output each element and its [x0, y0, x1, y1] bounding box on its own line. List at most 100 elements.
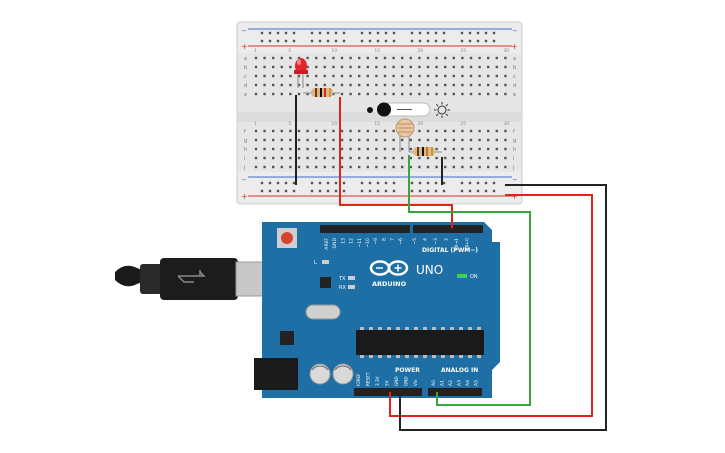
column-number: 25: [460, 121, 466, 127]
digital-pin-label: 2: [444, 238, 450, 241]
digital-pin-label: 4: [423, 238, 429, 241]
rail-minus-bottom-right: −: [512, 176, 518, 184]
row-label-left: i: [244, 156, 245, 162]
wire-green-ldr-to-a0[interactable]: [408, 155, 531, 406]
capacitor-1: [309, 363, 331, 385]
on-led: [457, 274, 467, 278]
row-label-right: h: [513, 147, 516, 153]
chip-pins: [360, 327, 481, 358]
led-red[interactable]: [294, 58, 308, 88]
digital-header-right: [413, 225, 483, 233]
power-pin-label: GND: [404, 376, 409, 386]
digital-pin-label: ~9: [373, 238, 379, 245]
brand-label: ARDUINO: [372, 280, 407, 288]
digital-pin-label: 13: [340, 238, 346, 244]
row-label-left: j: [243, 165, 245, 171]
row-label-right: d: [513, 83, 516, 89]
column-number: 1: [254, 48, 257, 54]
digital-pin-label: AREF: [324, 238, 330, 250]
power-pin-label: RESET: [366, 372, 371, 386]
row-label-left: d: [244, 83, 247, 89]
analog-pin-label: A5: [474, 380, 480, 386]
row-label-right: c: [513, 74, 516, 80]
row-label-right: e: [513, 92, 516, 98]
l-led: [322, 260, 329, 264]
usb-cable-icon[interactable]: [115, 258, 277, 300]
digital-pin-label: ~3: [433, 238, 439, 245]
crystal: [305, 304, 341, 320]
column-number: 20: [417, 121, 423, 127]
power-pin-label: GND: [394, 376, 399, 386]
digital-pin-label: 8: [381, 238, 387, 241]
power-pin-label: 5V: [385, 380, 390, 386]
column-number: 15: [374, 48, 380, 54]
tx-led: [348, 276, 355, 280]
wire-red-5v-to-rail[interactable]: [389, 194, 593, 417]
analog-label: ANALOG IN: [441, 367, 478, 374]
resistor-top[interactable]: [303, 88, 340, 97]
wire-red-led-to-pin[interactable]: [339, 97, 453, 228]
analog-pin-label: A1: [440, 380, 446, 386]
row-label-left: a: [244, 56, 247, 62]
analog-pin-label: A0: [431, 380, 437, 386]
digital-pin-label: 12: [349, 238, 355, 244]
rx-led: [348, 285, 355, 289]
row-label-left: h: [244, 147, 247, 153]
row-label-right: a: [513, 56, 516, 62]
digital-label: DIGITAL (PWM~): [422, 247, 478, 254]
digital-pin-label: GND: [332, 237, 338, 248]
digital-pin-label: ~11: [357, 238, 363, 248]
column-number: 5: [288, 121, 291, 127]
l-label: L: [314, 260, 317, 266]
power-pin-label: Vin: [413, 379, 418, 386]
analog-pin-label: A4: [465, 380, 471, 386]
rail-plus-bottom-right: +: [511, 192, 518, 201]
row-label-right: b: [513, 65, 516, 71]
column-number: 10: [331, 121, 337, 127]
column-number: 30: [503, 48, 509, 54]
column-number: 25: [460, 48, 466, 54]
resistor-bottom[interactable]: [409, 147, 442, 156]
row-label-left: b: [244, 65, 247, 71]
digital-pin-label: 7: [390, 238, 396, 241]
rail-minus-bottom-left: −: [241, 176, 247, 184]
wire-black-gnd-to-rail[interactable]: [399, 184, 607, 431]
atmega-chip: [356, 330, 484, 355]
on-label: ON: [470, 274, 478, 280]
analog-header: [428, 388, 482, 396]
dark-dot-icon: [367, 107, 373, 113]
analog-pin-label: A2: [448, 380, 454, 386]
row-label-left: g: [244, 138, 247, 144]
digital-pin-label: ~5: [412, 238, 418, 245]
rail-plus-bottom-left: +: [241, 192, 248, 201]
arduino-infinity-logo: [369, 260, 409, 276]
column-number: 20: [417, 48, 423, 54]
power-header: [354, 388, 422, 396]
column-number: 1: [254, 121, 257, 127]
photoresistor[interactable]: [395, 118, 415, 152]
digital-pin-label: ~10: [365, 238, 371, 248]
digital-header-left: [320, 225, 410, 233]
tx-label: TX: [338, 276, 346, 282]
breadboard-holes: [254, 31, 507, 193]
digital-pin-label: TX→1: [454, 238, 460, 252]
light-intensity-slider[interactable]: [367, 102, 450, 118]
row-label-right: j: [512, 165, 514, 171]
row-label-left: c: [244, 74, 247, 80]
power-jack[interactable]: [254, 358, 298, 390]
model-label: UNO: [416, 263, 443, 277]
digital-pin-label: RX←0: [465, 238, 471, 251]
row-label-left: e: [244, 92, 247, 98]
row-label-left: f: [244, 129, 246, 135]
column-number: 10: [331, 48, 337, 54]
capacitor-2: [332, 363, 354, 385]
rail-plus-top-left: +: [241, 42, 248, 51]
slider-knob[interactable]: [377, 102, 391, 117]
voltage-regulator: [280, 331, 294, 345]
